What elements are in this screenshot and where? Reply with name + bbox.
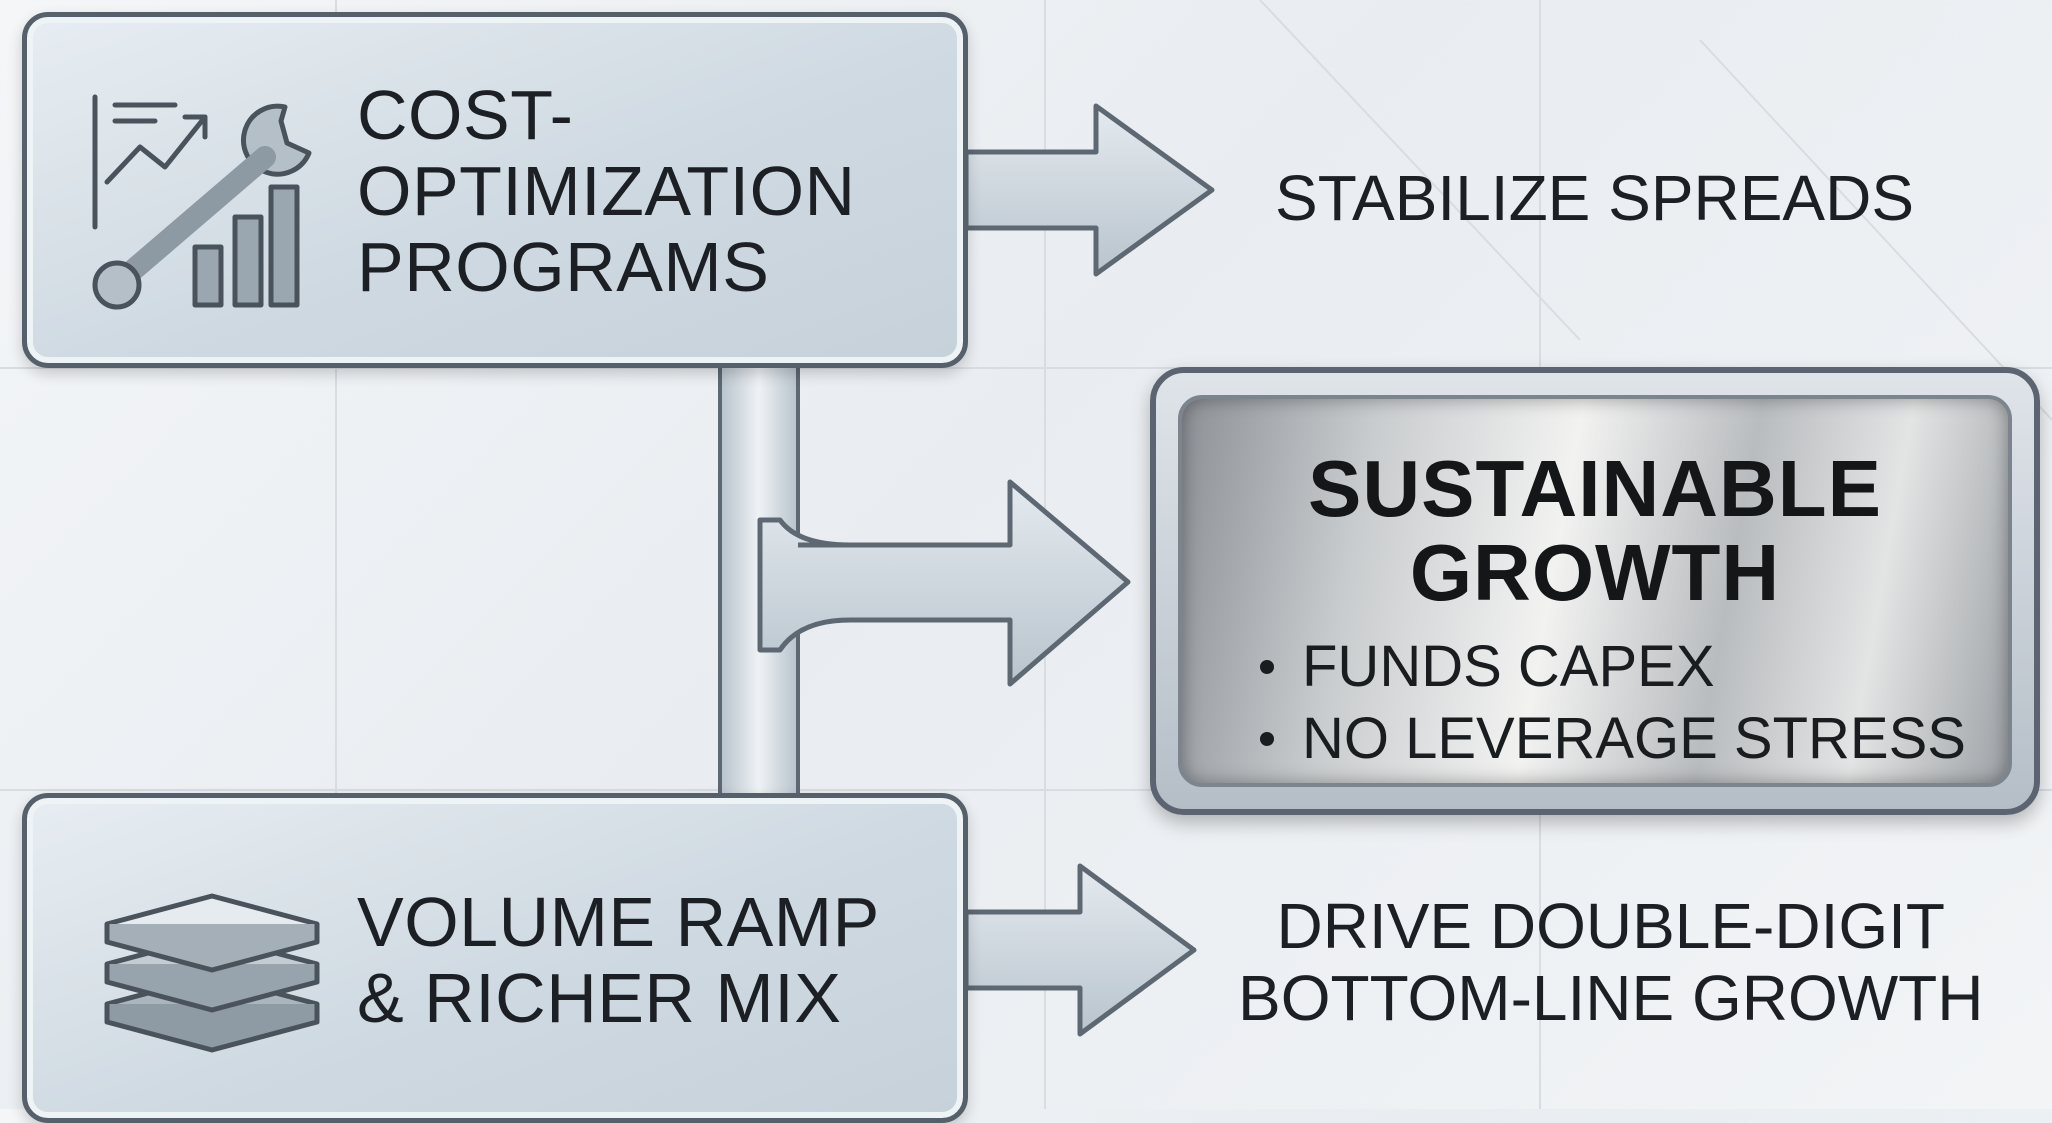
- outcome-stabilize-spreads: STABILIZE SPREADS: [1275, 162, 1914, 234]
- wrench-chart-icon: [85, 87, 335, 317]
- label-line: PROGRAMS: [357, 228, 770, 306]
- label-line: & RICHER MIX: [357, 959, 842, 1037]
- label-line: COST-: [357, 76, 574, 154]
- bullet-dot-icon: [1260, 731, 1274, 746]
- bullet-text: FUNDS CAPEX: [1302, 634, 1715, 699]
- bullet-dot-icon: [1260, 659, 1274, 674]
- volume-ramp-label: VOLUME RAMP & RICHER MIX: [357, 884, 957, 1036]
- outcome-line: BOTTOM-LINE GROWTH: [1238, 962, 1984, 1034]
- volume-ramp-box: VOLUME RAMP & RICHER MIX: [22, 793, 968, 1123]
- sustainable-growth-title: SUSTAINABLE GROWTH: [1182, 447, 2008, 615]
- outcome-line: DRIVE DOUBLE-DIGIT: [1276, 890, 1945, 962]
- arrow-volume-to-drive: [963, 863, 1197, 1037]
- title-line: SUSTAINABLE: [1308, 444, 1882, 533]
- label-line: VOLUME RAMP: [357, 883, 880, 961]
- cost-optimization-label: COST- OPTIMIZATION PROGRAMS: [357, 77, 937, 305]
- title-line: GROWTH: [1409, 528, 1781, 617]
- outcome-line: STABILIZE SPREADS: [1275, 162, 1914, 234]
- sustainable-growth-plate: SUSTAINABLE GROWTH FUNDS CAPEX NO LEVERA…: [1178, 395, 2012, 787]
- label-line: OPTIMIZATION: [357, 152, 856, 230]
- cost-optimization-box: COST- OPTIMIZATION PROGRAMS: [22, 12, 968, 368]
- sustainable-growth-panel: SUSTAINABLE GROWTH FUNDS CAPEX NO LEVERA…: [1150, 367, 2040, 815]
- growth-bullet: NO LEVERAGE STRESS: [1260, 703, 1966, 775]
- arrow-merge-to-growth: [757, 479, 1131, 687]
- growth-bullet-list: FUNDS CAPEX NO LEVERAGE STRESS: [1260, 631, 1966, 775]
- arrow-cost-to-stabilize: [963, 103, 1215, 277]
- outcome-drive-growth: DRIVE DOUBLE-DIGIT BOTTOM-LINE GROWTH: [1238, 890, 1983, 1034]
- growth-bullet: FUNDS CAPEX: [1260, 631, 1966, 703]
- bullet-text: NO LEVERAGE STRESS: [1302, 706, 1966, 771]
- stacked-layers-icon: [87, 864, 337, 1064]
